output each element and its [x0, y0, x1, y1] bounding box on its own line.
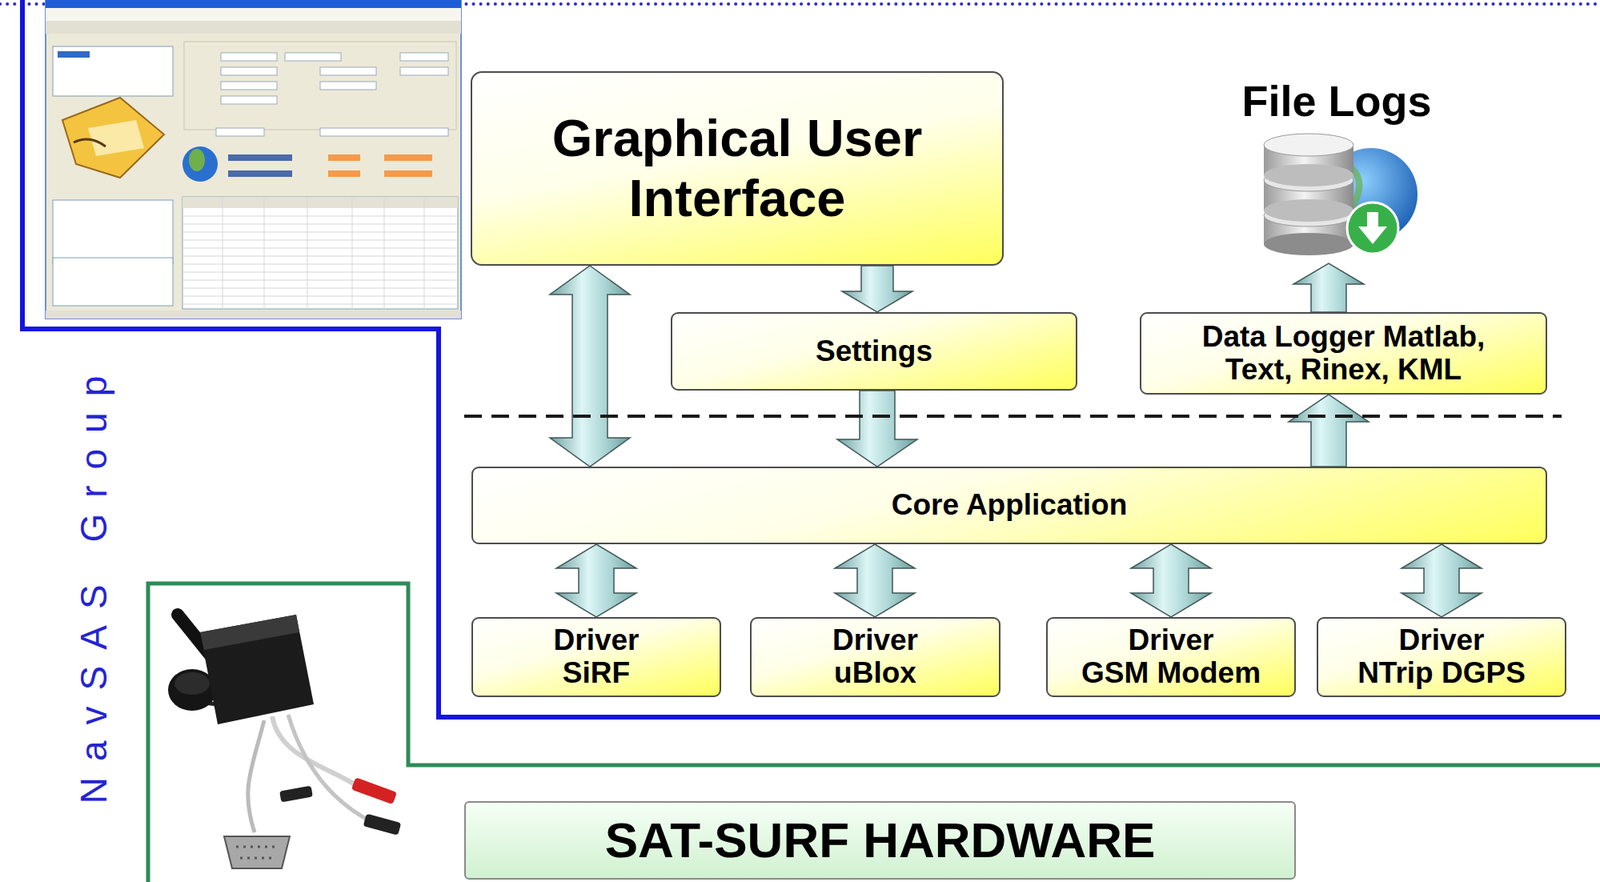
driver-box: DriverGSM Modem — [1046, 617, 1296, 698]
process-box: Settings — [670, 312, 1078, 391]
driver-box: DriverSiRF — [471, 617, 722, 698]
box-label: Driver — [832, 624, 919, 658]
core-box: Core Application — [471, 466, 1548, 545]
box-label: Core Application — [891, 488, 1128, 523]
block-arrow — [834, 544, 915, 618]
driver-box: DriveruBlox — [749, 617, 1001, 698]
block-arrow — [842, 265, 913, 313]
block-arrow — [1288, 394, 1369, 467]
box-label: SAT-SURF HARDWARE — [605, 811, 1156, 869]
block-arrow — [556, 544, 637, 618]
box-label: File Logs — [1241, 76, 1432, 126]
box-label: uBlox — [834, 657, 917, 690]
box-label: Driver — [1399, 624, 1485, 658]
receiver-photo — [168, 614, 402, 869]
file-logs-node: File Logs — [1232, 76, 1441, 264]
block-arrow — [1293, 263, 1364, 313]
gui-box: Graphical User Interface — [470, 71, 1004, 266]
box-label: Data Logger Matlab, Text, Rinex, KML — [1183, 320, 1504, 387]
box-label: Settings — [815, 334, 933, 369]
box-label: GSM Modem — [1081, 657, 1261, 690]
group-name: NavSAS Group — [72, 360, 116, 804]
box-label: Graphical User Interface — [486, 108, 988, 229]
hardware-box: SAT-SURF HARDWARE — [464, 801, 1296, 880]
dashed-divider — [464, 414, 1562, 418]
box-label: Driver — [1128, 624, 1215, 658]
software-screenshot — [45, 0, 462, 319]
database-icon — [1252, 125, 1421, 264]
process-box: Data Logger Matlab, Text, Rinex, KML — [1139, 312, 1548, 395]
block-arrow — [549, 265, 630, 467]
driver-box: DriverNTrip DGPS — [1316, 617, 1567, 698]
block-arrow — [1130, 544, 1212, 618]
block-arrow — [837, 390, 918, 467]
box-label: NTrip DGPS — [1357, 657, 1526, 690]
box-label: SiRF — [562, 657, 630, 690]
box-label: Driver — [553, 624, 640, 658]
block-arrow — [1401, 544, 1482, 618]
